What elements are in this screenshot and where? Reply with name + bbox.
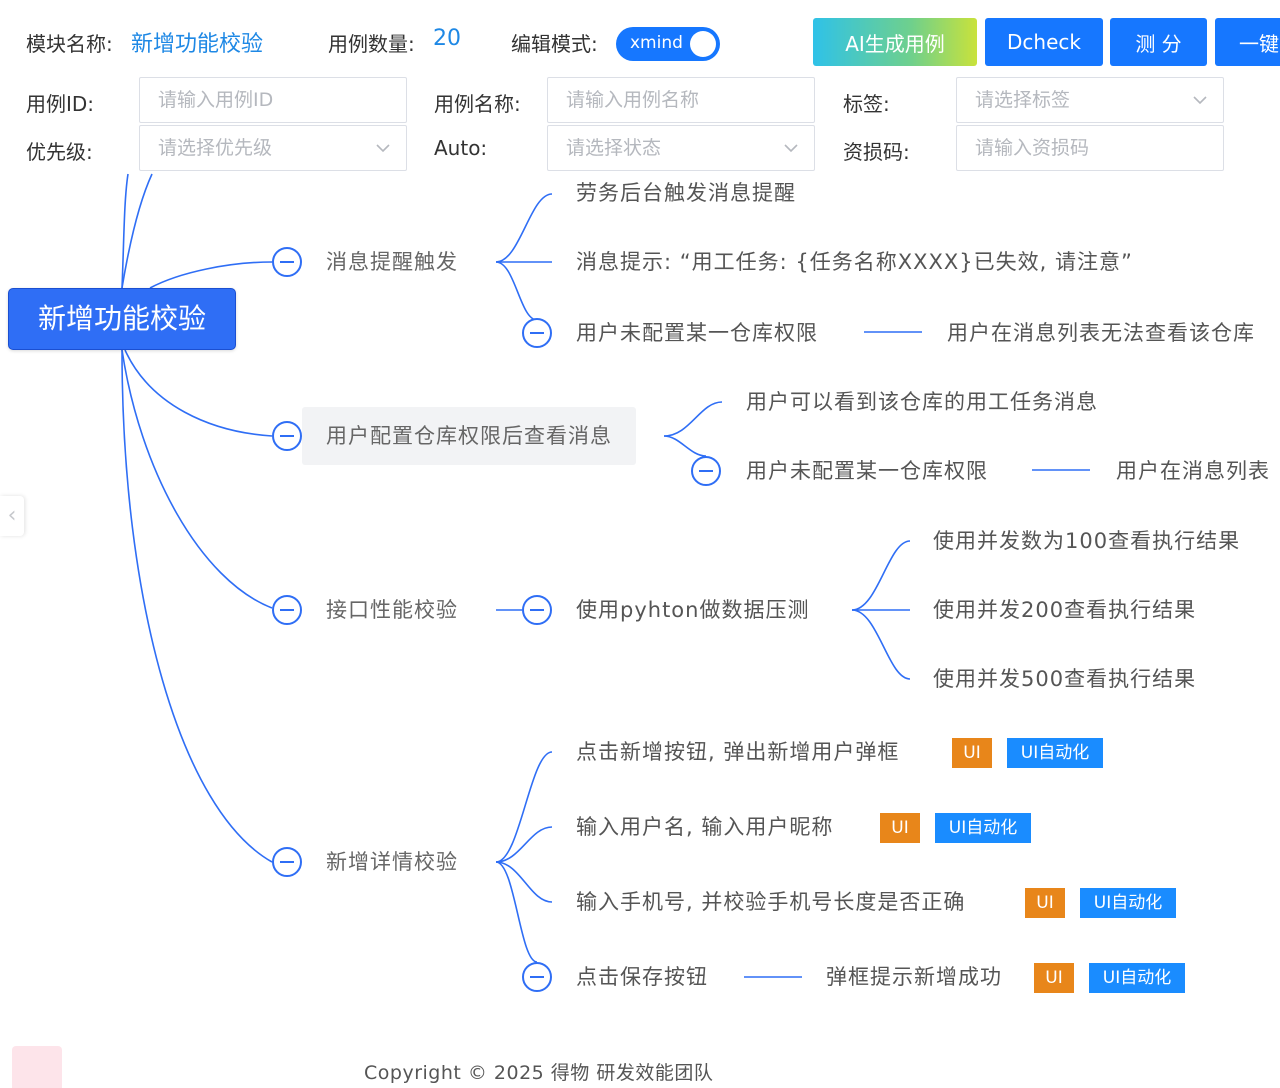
tag-ui: UI xyxy=(952,738,992,768)
chevron-down-icon xyxy=(1193,96,1207,105)
module-name-label: 模块名称: xyxy=(26,32,113,56)
module-name-value: 新增功能校验 xyxy=(131,32,264,57)
priority-select-placeholder: 请选择优先级 xyxy=(158,137,273,159)
collapse-icon[interactable] xyxy=(272,421,302,451)
node-concurrency-500[interactable]: 使用并发500查看执行结果 xyxy=(933,667,1197,691)
collapse-icon[interactable] xyxy=(272,247,302,277)
tag-ui-automation: UI自动化 xyxy=(1080,888,1176,918)
node-concurrency-100[interactable]: 使用并发数为100查看执行结果 xyxy=(933,529,1241,553)
tags-label: 标签: xyxy=(843,92,890,116)
node-no-warehouse-permission-2[interactable]: 用户未配置某一仓库权限 xyxy=(746,459,988,483)
loss-code-label: 资损码: xyxy=(843,140,910,164)
copyright-footer: Copyright © 2025 得物 研发效能团队 xyxy=(364,1062,714,1084)
edit-mode-toggle-text: xmind xyxy=(630,33,683,53)
node-no-warehouse-permission[interactable]: 用户未配置某一仓库权限 xyxy=(576,321,818,345)
auto-status-select-placeholder: 请选择状态 xyxy=(566,137,662,159)
case-name-field xyxy=(547,77,815,123)
one-key-button[interactable]: 一键 xyxy=(1215,18,1280,66)
priority-select[interactable]: 请选择优先级 xyxy=(139,125,407,171)
branch-new-detail-check[interactable]: 新增详情校验 xyxy=(326,850,458,874)
case-id-field xyxy=(139,77,407,123)
toggle-knob xyxy=(690,31,716,57)
case-name-input[interactable] xyxy=(566,78,766,122)
branch-message-trigger[interactable]: 消息提醒触发 xyxy=(326,250,458,274)
case-id-label: 用例ID: xyxy=(26,92,95,116)
node-message-list[interactable]: 用户在消息列表 xyxy=(1116,459,1270,483)
tags-select[interactable]: 请选择标签 xyxy=(956,77,1224,123)
mindmap-root-node[interactable]: 新增功能校验 xyxy=(8,288,236,350)
node-input-username[interactable]: 输入用户名, 输入用户昵称 xyxy=(576,815,834,839)
branch-view-after-permission[interactable]: 用户配置仓库权限后查看消息 xyxy=(302,407,636,465)
collapse-icon[interactable] xyxy=(272,847,302,877)
tag-ui-automation: UI自动化 xyxy=(935,813,1031,843)
case-count-label: 用例数量: xyxy=(328,32,415,56)
auto-label: Auto: xyxy=(434,136,488,160)
collapse-icon[interactable] xyxy=(522,318,552,348)
node-backend-trigger[interactable]: 劳务后台触发消息提醒 xyxy=(576,181,796,205)
dcheck-button[interactable]: Dcheck xyxy=(985,18,1103,66)
tag-ui: UI xyxy=(1025,888,1065,918)
branch-api-performance[interactable]: 接口性能校验 xyxy=(326,598,458,622)
tag-ui: UI xyxy=(1034,963,1074,993)
edit-mode-label: 编辑模式: xyxy=(511,32,598,56)
tag-ui-automation: UI自动化 xyxy=(1089,963,1185,993)
node-click-save-button[interactable]: 点击保存按钮 xyxy=(576,965,708,989)
node-can-see-task-message[interactable]: 用户可以看到该仓库的用工任务消息 xyxy=(746,390,1098,414)
auto-status-select[interactable]: 请选择状态 xyxy=(547,125,815,171)
sidebar-expand-handle[interactable]: ‹ xyxy=(0,496,24,536)
assistant-avatar-icon[interactable] xyxy=(12,1046,62,1088)
tag-ui-automation: UI自动化 xyxy=(1007,738,1103,768)
score-button[interactable]: 测 分 xyxy=(1110,18,1207,66)
chevron-down-icon xyxy=(784,144,798,153)
chevron-down-icon xyxy=(376,144,390,153)
collapse-icon[interactable] xyxy=(522,962,552,992)
node-add-success-prompt[interactable]: 弹框提示新增成功 xyxy=(826,965,1002,989)
loss-code-field xyxy=(956,125,1224,171)
node-input-phone[interactable]: 输入手机号, 并校验手机号长度是否正确 xyxy=(576,890,966,914)
case-name-label: 用例名称: xyxy=(434,92,521,116)
node-concurrency-200[interactable]: 使用并发200查看执行结果 xyxy=(933,598,1197,622)
node-message-prompt[interactable]: 消息提示: “用工任务: {任务名称XXXX}已失效, 请注意” xyxy=(576,250,1133,274)
tag-ui: UI xyxy=(880,813,920,843)
case-id-input[interactable] xyxy=(158,78,358,122)
node-python-stress-test[interactable]: 使用pyhton做数据压测 xyxy=(576,598,810,622)
node-click-add-button[interactable]: 点击新增按钮, 弹出新增用户弹框 xyxy=(576,740,900,764)
collapse-icon[interactable] xyxy=(522,595,552,625)
collapse-icon[interactable] xyxy=(691,456,721,486)
node-cannot-view-warehouse[interactable]: 用户在消息列表无法查看该仓库 xyxy=(947,321,1255,345)
collapse-icon[interactable] xyxy=(272,595,302,625)
edit-mode-toggle[interactable]: xmind xyxy=(616,27,720,61)
loss-code-input[interactable] xyxy=(975,126,1175,170)
case-count-value: 20 xyxy=(433,26,461,51)
ai-generate-button[interactable]: AI生成用例 xyxy=(813,18,977,66)
priority-label: 优先级: xyxy=(26,140,93,164)
tags-select-placeholder: 请选择标签 xyxy=(975,89,1071,111)
